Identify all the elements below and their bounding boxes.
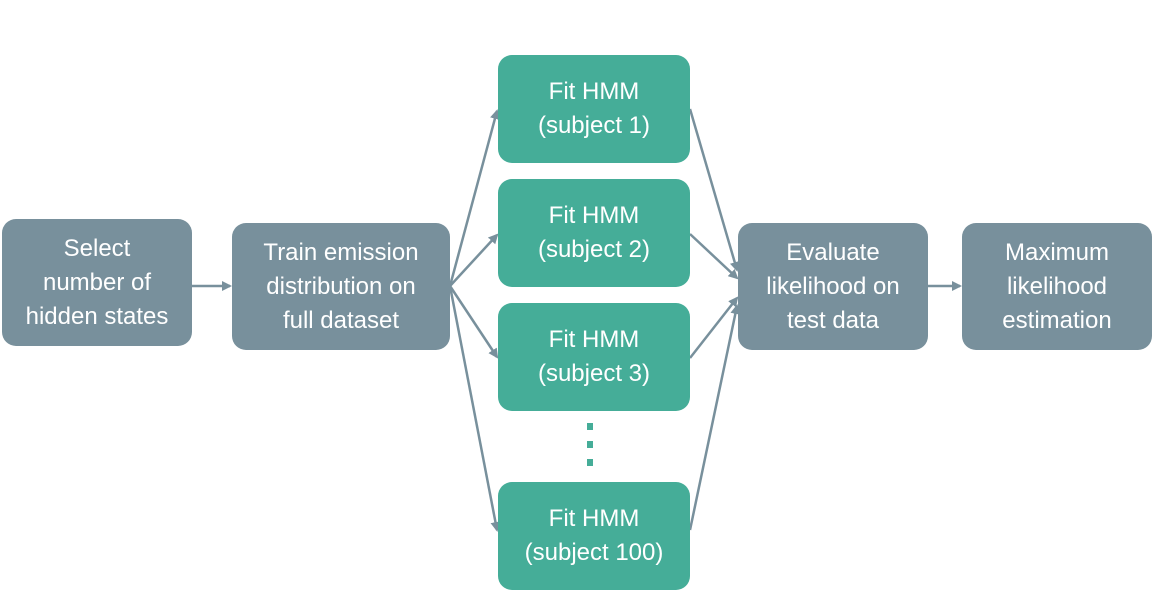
select-hidden-states-node: Select number of hidden states <box>2 219 192 346</box>
vertical-ellipsis-icon <box>587 423 593 466</box>
arrow-subject3-to-evaluate <box>689 296 739 359</box>
arrow-subject2-to-evaluate <box>689 233 739 280</box>
fit-hmm-subject-100-node: Fit HMM (subject 100) <box>498 482 690 590</box>
arrow-subject1-to-evaluate <box>688 108 740 272</box>
arrow-train-to-subject100 <box>448 285 501 532</box>
maximum-likelihood-node: Maximum likelihood estimation <box>962 223 1152 350</box>
fit-hmm-subject-2-node: Fit HMM (subject 2) <box>498 179 690 287</box>
arrow-subject100-to-evaluate <box>688 304 741 531</box>
arrow-train-to-subject1 <box>448 109 500 287</box>
arrow-train-to-subject3 <box>448 285 499 359</box>
fit-hmm-subject-3-node: Fit HMM (subject 3) <box>498 303 690 411</box>
train-emission-node: Train emission distribution on full data… <box>232 223 450 350</box>
evaluate-likelihood-node: Evaluate likelihood on test data <box>738 223 928 350</box>
arrow-train-to-subject2 <box>449 233 499 287</box>
fit-hmm-subject-1-node: Fit HMM (subject 1) <box>498 55 690 163</box>
